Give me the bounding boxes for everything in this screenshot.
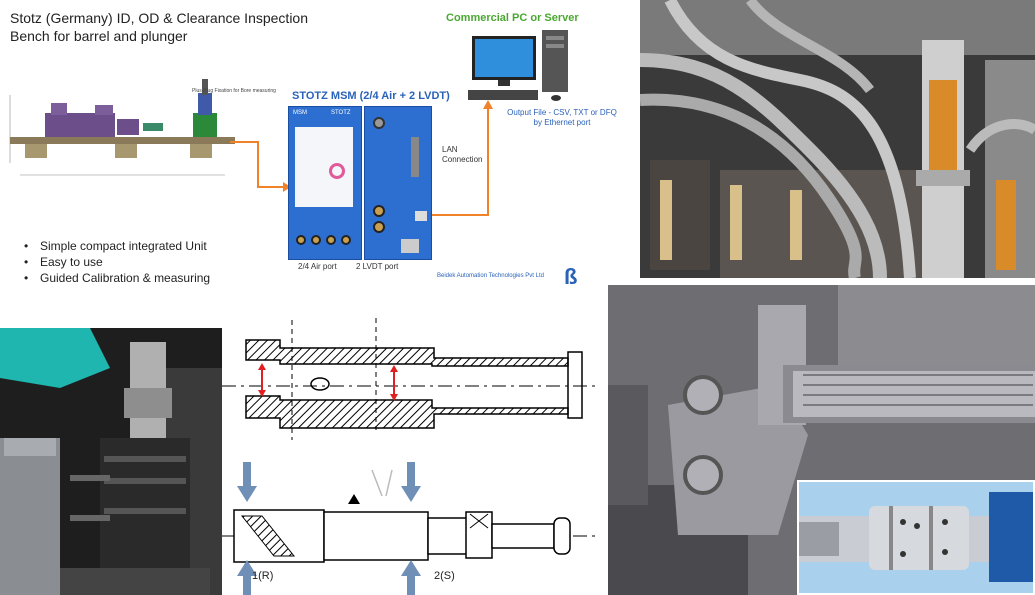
slide-title-line-2: Bench for barrel and plunger [10, 28, 188, 44]
lvdt-port-label: 2 LVDT port [356, 262, 399, 271]
bench-callout-text: Plus Plug Fixation for Bore measuring [192, 88, 276, 94]
power-socket [401, 239, 419, 253]
msm-device-rear [364, 106, 432, 260]
feature-item: Easy to use [20, 254, 210, 270]
msm-device-front: MSM STOTZ [288, 106, 362, 260]
air-port-label: 2/4 Air port [298, 262, 337, 271]
company-logo: ß [564, 264, 578, 289]
air-port-connector [311, 235, 321, 245]
rear-connector [373, 117, 385, 129]
computer-icon [468, 30, 568, 101]
output-file-note: Output File - CSV, TXT or DFQ by Etherne… [507, 108, 617, 127]
braided-hoses-image [640, 0, 1035, 278]
pc-title: Commercial PC or Server [446, 12, 579, 24]
company-name: Beidek Automation Technologies Pvt Ltd [437, 273, 544, 279]
device-logo-label: STOTZ [331, 110, 351, 116]
plunger-fixture-image [0, 328, 222, 595]
lan-label-2: Connection [442, 155, 483, 164]
lan-label-1: LAN [442, 145, 458, 154]
plunger-element-image [799, 482, 1033, 593]
rear-serial-port [411, 137, 419, 177]
device-brand-label: MSM [293, 110, 307, 116]
barrel-cross-section [222, 318, 598, 595]
feature-item: Guided Calibration & measuring [20, 270, 210, 286]
msm-title: STOTZ MSM (2/4 Air + 2 LVDT) [292, 90, 450, 102]
inspection-bench-drawing [9, 79, 235, 176]
label-r: 1(R) [252, 570, 274, 582]
ethernet-port [415, 211, 427, 221]
barrel-plunger-diagram: 1(R) 2(S) [222, 300, 608, 595]
plunger-element-inset-photo [797, 480, 1035, 595]
device-screen [295, 127, 353, 207]
slide-title-line-1: Stotz (Germany) ID, OD & Clearance Inspe… [10, 10, 308, 26]
lvdt-connector [373, 221, 385, 233]
air-port-connector [296, 235, 306, 245]
plunger-fixture-photo [0, 328, 222, 595]
label-s: 2(S) [434, 570, 455, 582]
air-port-connector [326, 235, 336, 245]
fuel-line-photo [640, 0, 1035, 278]
feature-item: Simple compact integrated Unit [20, 238, 210, 254]
lvdt-connector [373, 205, 385, 217]
measurement-setup-slide: Stotz (Germany) ID, OD & Clearance Inspe… [0, 0, 640, 300]
air-port-connector [341, 235, 351, 245]
feature-list: Simple compact integrated Unit Easy to u… [20, 238, 210, 286]
screen-gauge-icon [329, 163, 345, 179]
